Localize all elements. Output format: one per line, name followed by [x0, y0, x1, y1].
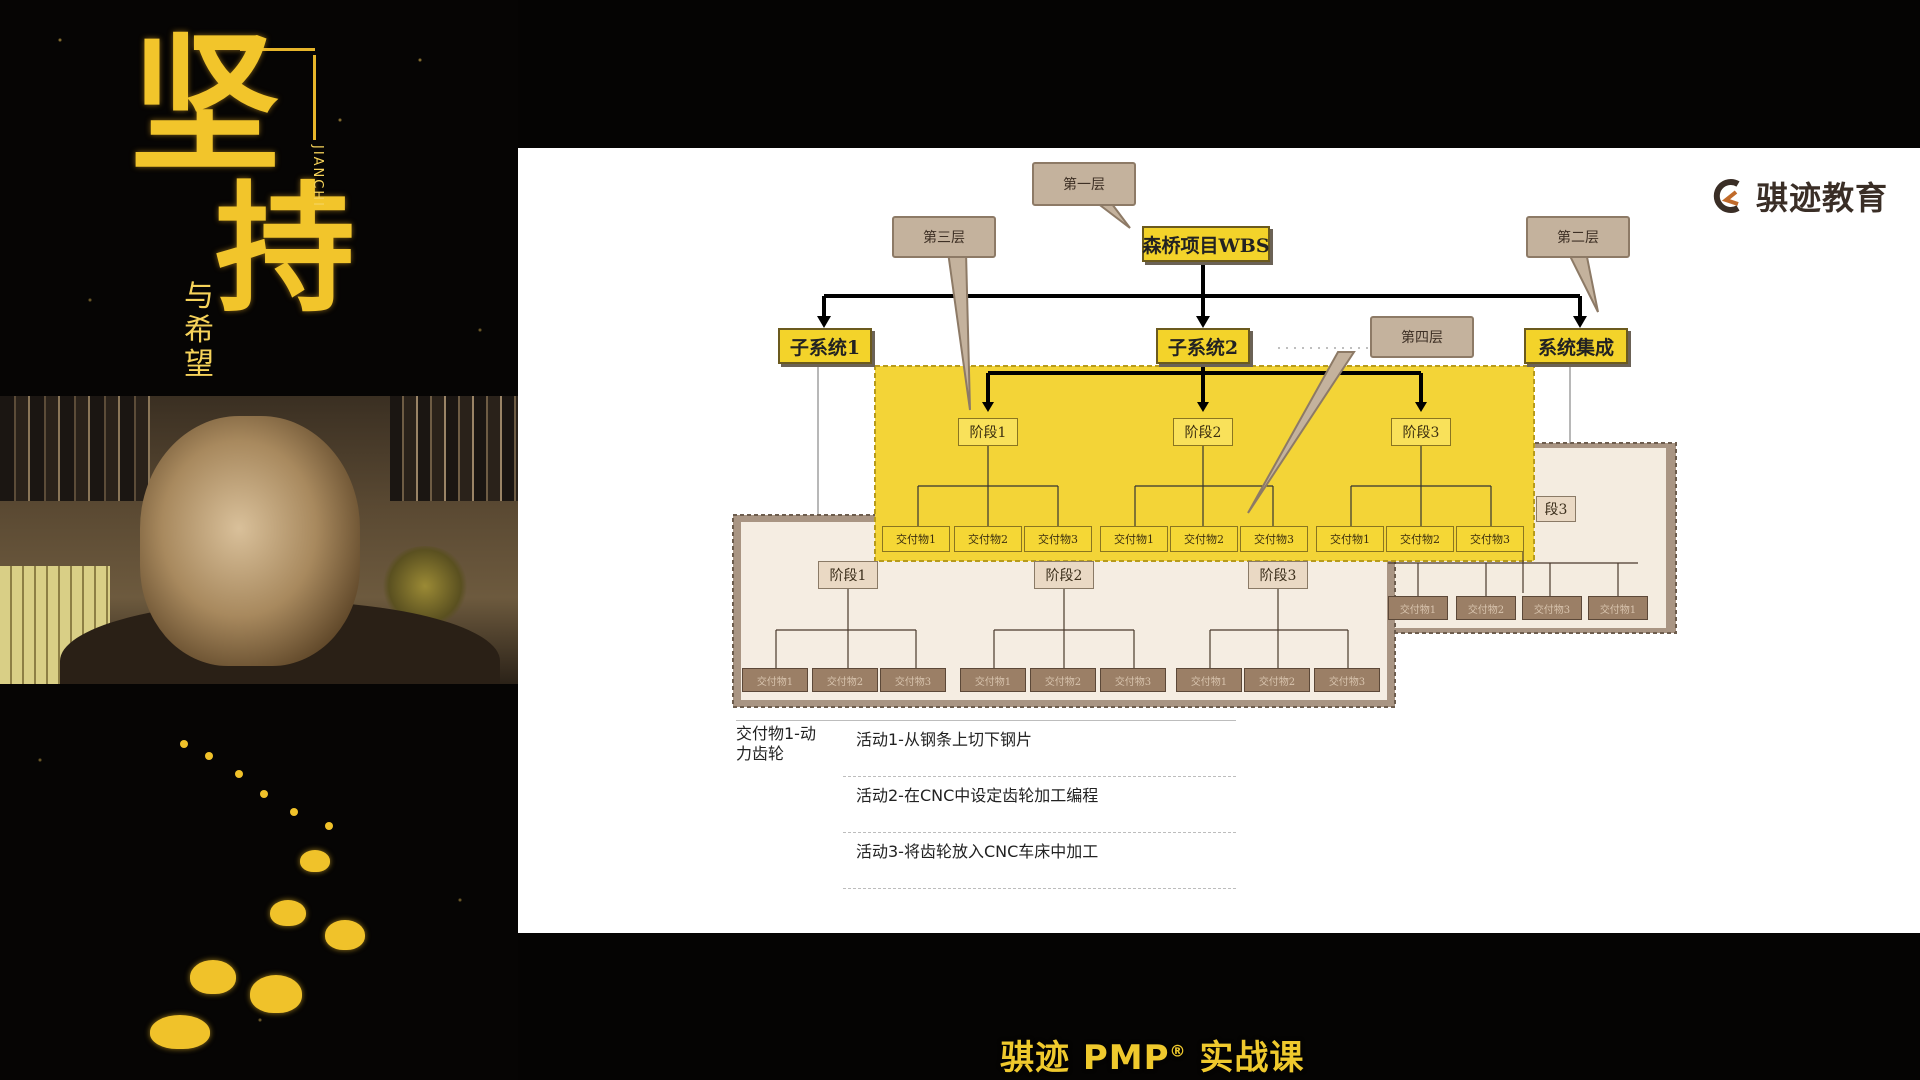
left-decoration-panel: 坚 持 与希望 JIANCHI	[0, 0, 518, 1080]
wbs-root-node: 森桥项目WBS	[1142, 226, 1270, 262]
deliverable-node: 交付物3	[1456, 526, 1524, 552]
deliverable-node: 交付物1	[882, 526, 950, 552]
brand-logo-icon	[1713, 179, 1740, 213]
deliverable-node-back: 交付物2	[1456, 596, 1516, 620]
bookshelf-left	[0, 396, 150, 501]
calligraphy-subtitle: 与希望	[184, 279, 214, 382]
deliverable-node-back: 交付物3	[1522, 596, 1582, 620]
presenter-head	[140, 416, 360, 666]
deliverable-node: 交付物3	[1024, 526, 1092, 552]
deliverable-node-back: 交付物1	[742, 668, 808, 692]
footprint-dot	[235, 770, 243, 778]
brand-name: 骐迹教育	[1755, 179, 1888, 217]
bookshelf-right	[390, 396, 518, 501]
caption-suffix: 实战课	[1186, 1038, 1305, 1078]
subsystem-2-node: 子系统2	[1156, 328, 1250, 364]
footprint	[190, 960, 236, 994]
caption-registered-mark: ®	[1169, 1041, 1187, 1061]
footprint	[325, 920, 365, 950]
footprint	[150, 1015, 210, 1049]
calligraphy-title: 坚 持 与希望 JIANCHI	[130, 30, 370, 390]
deliverable-node: 交付物2	[1386, 526, 1454, 552]
activity-item: 活动3-将齿轮放入CNC车床中加工	[856, 842, 1099, 861]
footprint-dot	[290, 808, 298, 816]
deliverable-node: 交付物3	[1240, 526, 1308, 552]
deliverable-node-back: 交付物2	[1030, 668, 1096, 692]
stage-node: 阶段2	[1173, 418, 1233, 446]
footprint	[250, 975, 302, 1013]
deliverable-label: 交付物1-动力齿轮	[736, 724, 816, 763]
footprint	[270, 900, 306, 926]
footprints-decoration	[130, 730, 390, 1050]
stage-node-back: 阶段1	[818, 561, 878, 589]
stage-node-back: 阶段3	[1248, 561, 1308, 589]
calligraphy-pinyin: JIANCHI	[310, 145, 325, 208]
caption-text: 骐迹 PMP	[1000, 1038, 1170, 1078]
calligraphy-char-2: 持	[215, 168, 356, 332]
stage-node: 阶段1	[958, 418, 1018, 446]
activity-separator	[843, 888, 1236, 889]
course-caption: 骐迹 PMP® 实战课	[1000, 1030, 1304, 1079]
footprint-dot	[205, 752, 213, 760]
activity-separator	[843, 776, 1236, 777]
callout-level-1: 第一层	[1032, 162, 1136, 206]
deliverable-node: 交付物2	[954, 526, 1022, 552]
calligraphy-stroke	[240, 48, 315, 51]
callout-level-4: 第四层	[1370, 316, 1474, 358]
wbs-diagram: 第一层 第三层 第二层 第四层 森桥项目WBS 子系统1 子系统2 系统集成 阶…	[518, 148, 1920, 933]
deliverable-node-back: 交付物1	[1588, 596, 1648, 620]
activity-separator	[736, 720, 1236, 721]
presentation-slide: 骐迹教育	[518, 148, 1920, 933]
footprint-dot	[180, 740, 188, 748]
deliverable-node-back: 交付物3	[880, 668, 946, 692]
callout-level-3: 第三层	[892, 216, 996, 258]
deliverable-node-back: 交付物2	[812, 668, 878, 692]
deliverable-node-back: 交付物2	[1244, 668, 1310, 692]
deliverable-node: 交付物1	[1316, 526, 1384, 552]
subsystem-1-node: 子系统1	[778, 328, 872, 364]
stage-node-back: 阶段2	[1034, 561, 1094, 589]
deliverable-node-back: 交付物1	[960, 668, 1026, 692]
calligraphy-char-1: 坚	[130, 17, 281, 193]
brand-logo-group: 骐迹教育	[1708, 173, 1888, 219]
deliverable-node-back: 交付物3	[1314, 668, 1380, 692]
footprint	[300, 850, 330, 872]
footprint-dot	[325, 822, 333, 830]
system-integration-node: 系统集成	[1524, 328, 1628, 364]
callout-level-2: 第二层	[1526, 216, 1630, 258]
activity-item: 活动2-在CNC中设定齿轮加工编程	[856, 786, 1099, 805]
activity-separator	[843, 832, 1236, 833]
deliverable-node: 交付物1	[1100, 526, 1168, 552]
activity-item: 活动1-从钢条上切下钢片	[856, 730, 1032, 749]
deliverable-node: 交付物2	[1170, 526, 1238, 552]
deliverable-node-back: 交付物1	[1388, 596, 1448, 620]
stage-node: 阶段3	[1391, 418, 1451, 446]
deliverable-node-back: 交付物1	[1176, 668, 1242, 692]
footprint-dot	[260, 790, 268, 798]
presenter-webcam	[0, 396, 518, 684]
calligraphy-stroke	[313, 55, 316, 140]
stage-node-back-partial: 段3	[1536, 496, 1576, 522]
deliverable-node-back: 交付物3	[1100, 668, 1166, 692]
